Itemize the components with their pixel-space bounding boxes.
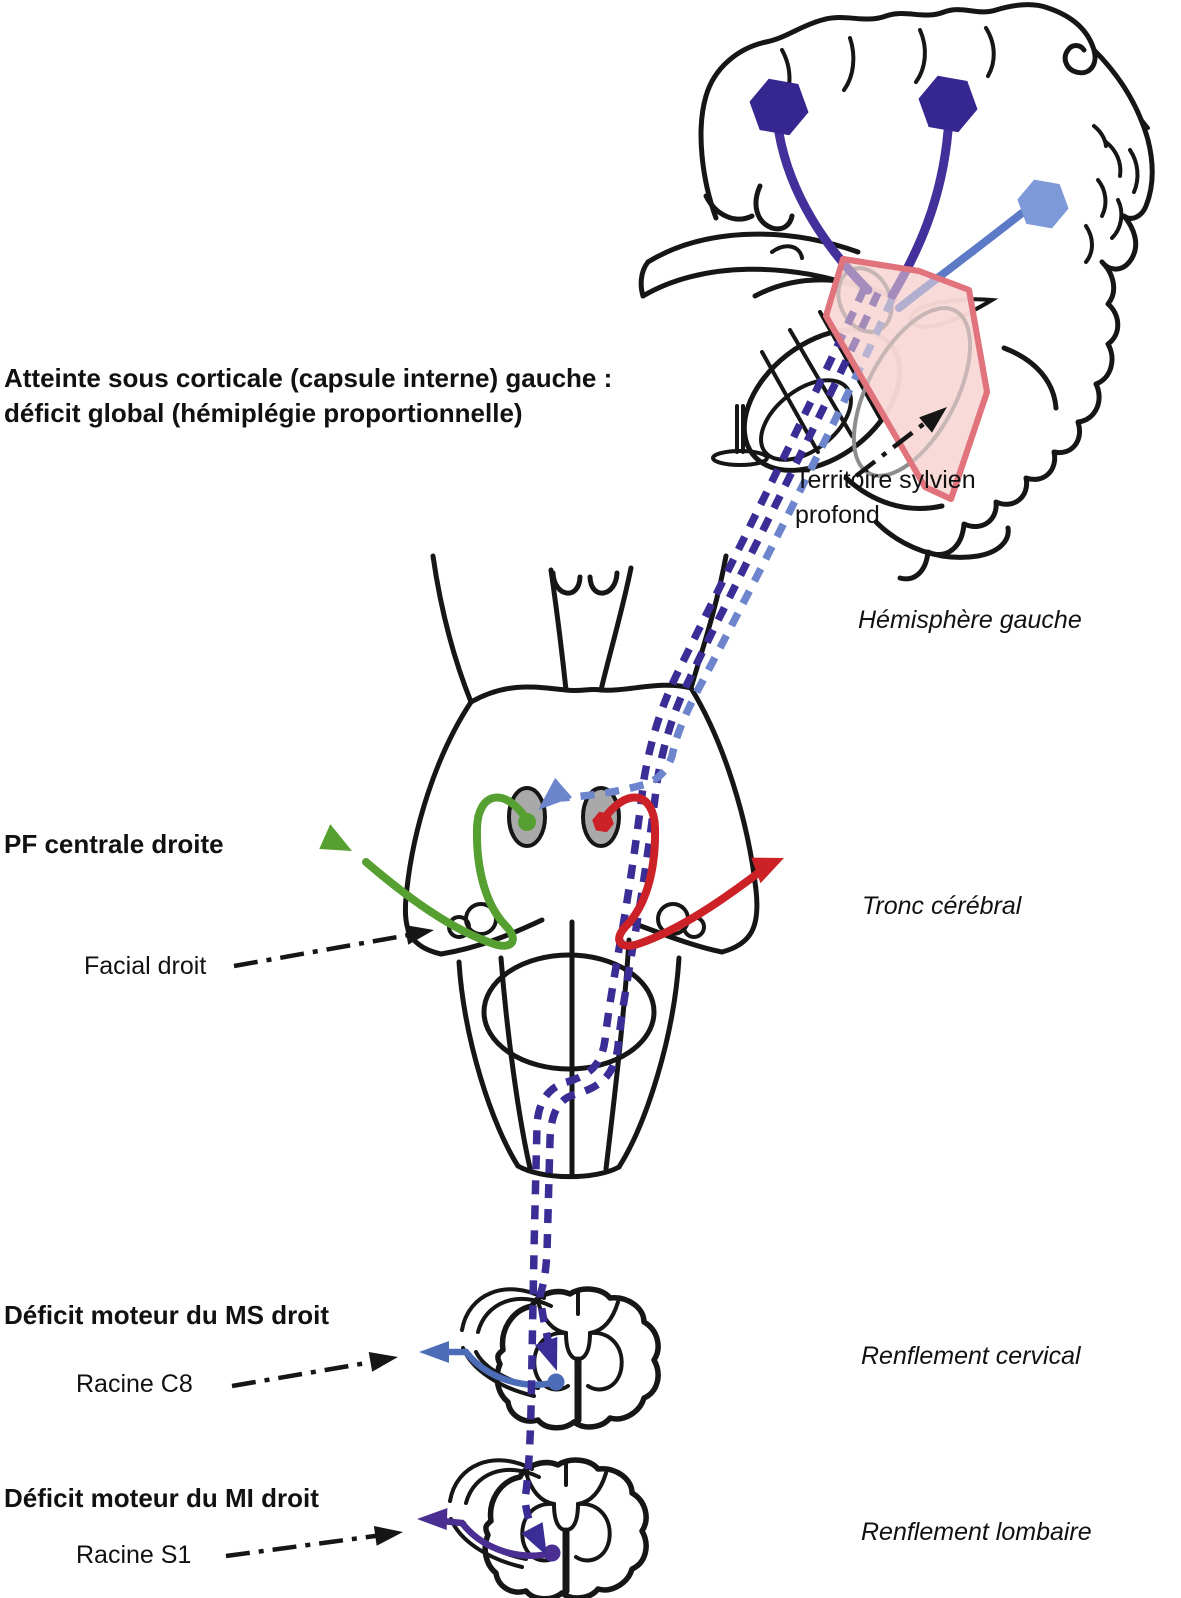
c8-root-line-blue — [428, 1348, 560, 1388]
fornix-pedestal — [711, 404, 769, 467]
peduncle-right-inner — [598, 565, 634, 693]
pyramid-left — [498, 955, 533, 1171]
lesion-zone-outline — [823, 256, 990, 502]
facial-nerve-red-path — [599, 793, 774, 950]
facial-nerve-red-arrowhead — [751, 857, 784, 884]
anterior-horn-dot-cervical — [547, 1373, 565, 1391]
pons-top-edge — [468, 682, 694, 705]
pf-centrale-label: PF centrale droite — [4, 829, 224, 859]
lumbar-cord-section — [417, 1460, 646, 1598]
lesion-title-line1: Atteinte sous corticale (capsule interne… — [4, 363, 613, 393]
racine-c8-label: Racine C8 — [76, 1370, 193, 1398]
territory-label-line1: Territoire sylvien — [795, 466, 976, 494]
deficit-ms-label: Déficit moteur du MS droit — [4, 1300, 329, 1330]
callosum-arc-end — [638, 259, 651, 299]
facial-nerve-green-path — [362, 793, 531, 950]
corticospinal-tract-dashed-mi — [521, 287, 868, 1550]
c8-root-arrowhead-blue — [419, 1341, 449, 1363]
annotation-arrows — [225, 407, 947, 1559]
hemisphere-label: Hémisphère gauche — [858, 606, 1082, 634]
anterior-horn-dot-lumbar — [543, 1544, 561, 1562]
temporal-base-arc — [873, 519, 1011, 560]
facial-tract-arrowhead-blue — [538, 777, 573, 810]
lesion-zone-veil — [826, 259, 987, 499]
peduncle-right-outer — [688, 553, 729, 691]
annotation-arrow-c8-line — [231, 1357, 385, 1389]
corticonuclear-tract-dashed — [561, 297, 896, 802]
facial-droit-label: Facial droit — [84, 952, 207, 980]
brainstem-drawing — [402, 553, 760, 1180]
neuron-hexagon-indigo-right — [918, 75, 978, 133]
tronc-cerebral-label: Tronc cérébral — [862, 892, 1022, 920]
pons-left-edge — [402, 699, 474, 957]
subinsular-arc — [843, 475, 945, 511]
parahippocampal-arc — [1001, 345, 1059, 411]
annotation-arrow-territoire-line — [854, 414, 936, 478]
renflement-cervical-label: Renflement cervical — [861, 1342, 1081, 1370]
territory-label-line2: profond — [795, 501, 880, 529]
racine-s1-label: Racine S1 — [76, 1541, 192, 1569]
annotation-arrow-c8-head — [368, 1352, 398, 1372]
facial-nerve-arrows — [319, 793, 784, 950]
peduncle-left-outer — [430, 553, 474, 705]
annotation-arrow-s1-line — [225, 1531, 391, 1559]
cortex-top-outline — [698, 2, 1098, 221]
cortex-right-gyri-outline — [897, 47, 1155, 582]
insular-detail-strokes — [1084, 116, 1150, 264]
cervical-cord-section — [419, 1289, 658, 1428]
lesion-title-line2: déficit global (hémiplégie proportionnel… — [4, 398, 523, 428]
corticospinal-tract-dashed-ms — [536, 291, 882, 1361]
colliculus-left — [550, 570, 583, 596]
annotation-arrow-territoire-head — [919, 407, 947, 433]
s1-root-arrowhead-purple — [417, 1508, 448, 1531]
facial-nucleus-dot-red — [592, 811, 614, 833]
mi-tract-arrowhead — [521, 1522, 547, 1556]
annotation-arrow-facial-line — [233, 930, 421, 969]
ventricle-hooks — [703, 183, 804, 260]
annotation-arrow-s1-head — [373, 1525, 403, 1546]
deficit-mi-label: Déficit moteur du MI droit — [4, 1483, 319, 1513]
annotation-arrow-facial-head — [404, 925, 434, 945]
neuron-hexagon-indigo-left — [749, 78, 809, 136]
neuron-hexagon-blue-face — [1017, 179, 1069, 229]
olivary-circle — [481, 952, 657, 1072]
s1-root-line-purple — [428, 1516, 556, 1559]
pons-right-edge — [688, 685, 760, 955]
medulla-bottom — [515, 1163, 622, 1180]
descending-tracts — [521, 287, 896, 1556]
ms-tract-arrowhead — [534, 1336, 558, 1371]
medulla-right-edge — [616, 955, 682, 1170]
medulla-left-edge — [456, 959, 521, 1169]
renflement-lombaire-label: Renflement lombaire — [861, 1518, 1092, 1546]
facial-nucleus-dot-green — [518, 813, 536, 831]
facial-nerve-green-arrowhead — [319, 824, 352, 851]
colliculus-right — [587, 570, 620, 596]
